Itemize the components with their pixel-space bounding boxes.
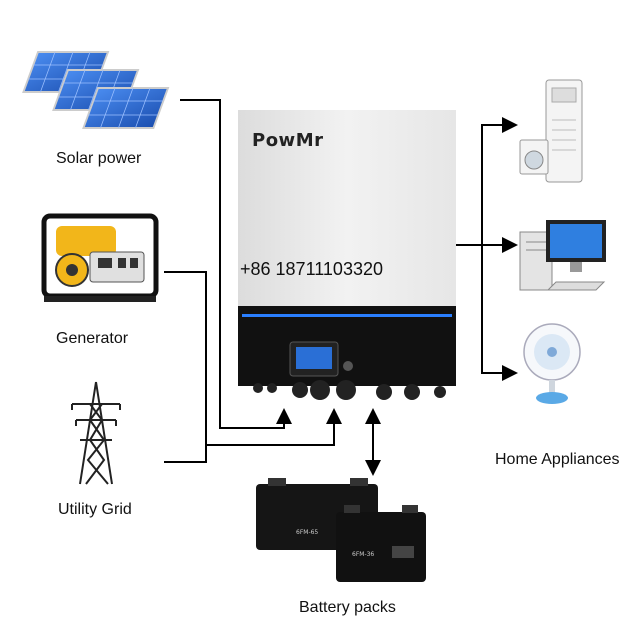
solar-panel-icon — [22, 51, 170, 129]
inverter-brand-logo: PowMr — [252, 130, 324, 151]
home-appliances-label: Home Appliances — [495, 451, 620, 468]
generator-icon — [41, 213, 159, 302]
battery-pack-icon: 6FM-65 6FM-36 — [256, 478, 426, 582]
air-conditioner-and-washer-icon — [519, 79, 583, 183]
hybrid-inverter — [238, 110, 456, 400]
electric-fan-icon — [523, 323, 581, 404]
desktop-computer-icon — [519, 220, 606, 291]
battery-model-label-2: 6FM-36 — [352, 551, 374, 558]
inverter-phone-number: +86 18711103320 — [240, 259, 383, 279]
solar-power-label: Solar power — [56, 150, 142, 167]
generator-label: Generator — [56, 330, 129, 347]
solar-connection-line — [180, 99, 292, 429]
grid-connection-line — [164, 445, 207, 463]
battery-packs-label: Battery packs — [299, 599, 396, 616]
power-pylon-icon — [71, 381, 121, 485]
battery-model-label-1: 6FM-65 — [296, 529, 318, 536]
utility-grid-label: Utility Grid — [58, 501, 132, 518]
output-connection-lines — [456, 117, 518, 381]
